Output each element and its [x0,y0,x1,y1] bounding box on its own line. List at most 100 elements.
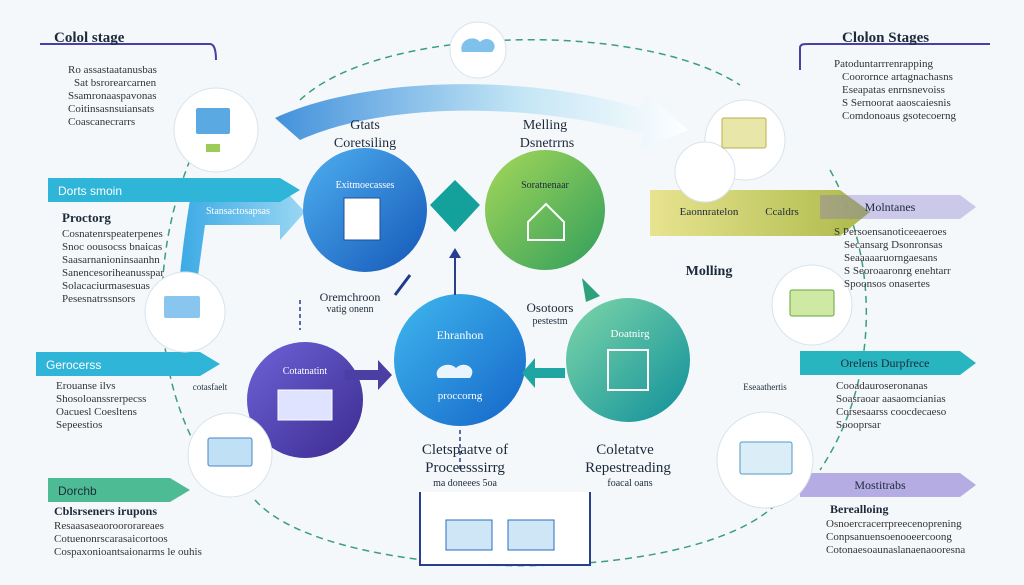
circle-cyan-title: Ehranhon [436,328,484,342]
chart-window-icon [789,289,835,317]
document-icon [343,197,381,241]
banner-shape-left-mid [48,178,300,202]
label-molling: Molling [685,264,733,279]
side-pill-right: Eseaathertis [743,382,787,392]
list-item: Erouanse ilvs [56,380,116,392]
tray-window-icon-a [445,519,493,551]
list-item: Sanencesoriheanusspar [62,267,165,279]
circle-blue-title: Exitmoecasses [335,180,395,191]
list-item: Ssamronaaspavonas [68,90,157,102]
left-arrow-label: Stansactosapsas [206,206,270,217]
bottom-left-header: Cblsrseners irupons [54,504,158,518]
list-item: Coorornce artagnachasns [842,71,953,83]
arrow-blue-diag [393,274,412,296]
top-swoosh-arrow [275,84,688,150]
arrow-teal-to-cyan [522,358,565,388]
list-item: Cotuenonrscarasaicortoos [54,533,168,545]
label-coretsling: Coretsiling [333,136,397,151]
label-right-center-a: Eaonnratelon [679,206,739,218]
bottom-label-b-small: foacal oans [607,478,653,489]
list-item: Shosoloanssrerpecss [56,393,147,405]
cloud-icon [461,38,495,52]
list-item: Cotonaesoaunaslanaenaooresna [826,544,966,556]
side-pill-left: cotasfaelt [192,382,228,392]
circle-teal [566,298,690,422]
circle-cyan [394,294,526,426]
laptop-icon [721,117,767,149]
arrow-purple-to-cyan [345,360,392,390]
list-item: Ro assastaatanusbas [68,64,157,76]
list-item: Snoc oousocss bnaicas [62,241,163,253]
stack-icon [164,296,200,318]
circle-green-title: Soratnenaar [521,180,569,191]
label-mid-center-b: pestestm [532,316,568,327]
top-right-list: Patoduntarrrenrapping Coorornce artagnac… [834,58,956,123]
top-left-list: Ro assastaatanusbas Sat bsrorearcarnen S… [68,64,157,129]
circle-teal-title: Doatnirg [610,328,650,340]
list-item: Cooadauroseronanas [836,380,928,392]
label-dsnetrns: Dsnetrrns [519,136,575,151]
bottom-left-list: Resaasaseaoroororareaes Cotuenonrscarasa… [54,520,202,559]
bottom-label-b1: Coletatve [596,442,654,458]
banner-left-mid: Dorts smoin [58,184,123,198]
label-right-center-b: Ccaldrs [765,206,799,218]
diamond-connector [430,180,480,232]
report-card-icon [277,389,333,421]
label-mid-left-b: vatig onenn [326,304,374,315]
list-item: Resaasaseaoroororareaes [54,520,164,532]
right-mid-list: S Persoensanoticeeaeroes Secansarg Dsonr… [834,226,951,291]
list-item: Patoduntarrrenrapping [834,58,933,70]
label-melling: Melling [522,118,568,133]
list-item: Coitinsasnsuiansats [68,103,155,115]
list-item: Comdonoaus gsotecoerng [842,110,956,122]
left-mid-header: Proctorg [62,210,111,225]
list-item: Eseapatas enrnsnevoiss [842,84,945,96]
form-icon [607,349,649,391]
top-left-header-line [40,43,217,61]
left-low-list: Erouanse ilvs Shosoloanssrerpecss Oacues… [56,380,146,432]
label-gats: Gtats [350,118,380,133]
bubble-right-small [674,141,736,203]
list-item: Solacaciurmasesuas [62,280,150,292]
list-item: Soooprsar [836,419,881,431]
top-left-header: Colol stage [54,30,125,46]
left-flow-arrow [175,185,305,330]
label-mid-center-a: Osotoors [526,300,574,315]
circle-cyan-sub: proccorng [437,390,483,402]
dashed-connector-top [299,39,741,101]
dashed-connector-bottom [254,499,781,567]
list-item: Spoonsos onasertes [844,278,930,290]
right-low-list: Cooadauroseronanas Soasraoar aasaomciani… [836,380,946,432]
top-right-header-line [799,43,990,70]
banner-shape-bottom-right [800,473,976,497]
list-item: Secansarg Dsonronsas [844,239,943,251]
banner-bottom-left: Dorchb [58,484,97,498]
bottom-label-a2: Proceesssirrg [425,460,505,476]
banner-shape-left-low [36,352,220,376]
list-item: Conpsanuensoenooeercoong [826,531,952,543]
list-item: Corsesaarss coocdecaeso [836,406,947,418]
list-item: Pesesnatrssnsors [62,293,136,305]
banner-shape-right-mid [820,195,976,219]
dashboard-icon [739,441,793,475]
banner-shape-right-low [800,351,976,375]
list-item: S Sernoorat aaoscaiesnis [842,97,951,109]
list-item: S Seoroaaronrg enehtarr [844,265,951,277]
top-right-header: Clolon Stages [842,30,930,46]
list-item: Osnoercracerrpreecenoprening [826,518,962,530]
list-item: Coascanecrarrs [68,116,136,128]
banner-bottom-right: Mostitrabs [854,478,906,492]
arrow-green-head [582,278,600,302]
cloud-pair-icon [436,364,473,378]
banner-right-mid: Molntanes [864,200,916,214]
list-item: Cospaxonioantsaionarms le ouhis [54,546,202,558]
banner-left-low: Gerocerss [46,358,102,372]
left-mid-list: Cosnatenrspeaterpenes Snoc oousocss bnai… [62,228,164,306]
bottom-label-a-small: ma doneees 5oa [433,478,497,489]
house-icon [527,202,565,241]
list-item: Saasarnanioninsaanhn [62,254,160,266]
circle-purple-title: Cotatnatint [282,366,328,377]
list-item: Sepeestios [56,419,103,431]
list-item: Oacuesl Coesltens [56,406,137,418]
